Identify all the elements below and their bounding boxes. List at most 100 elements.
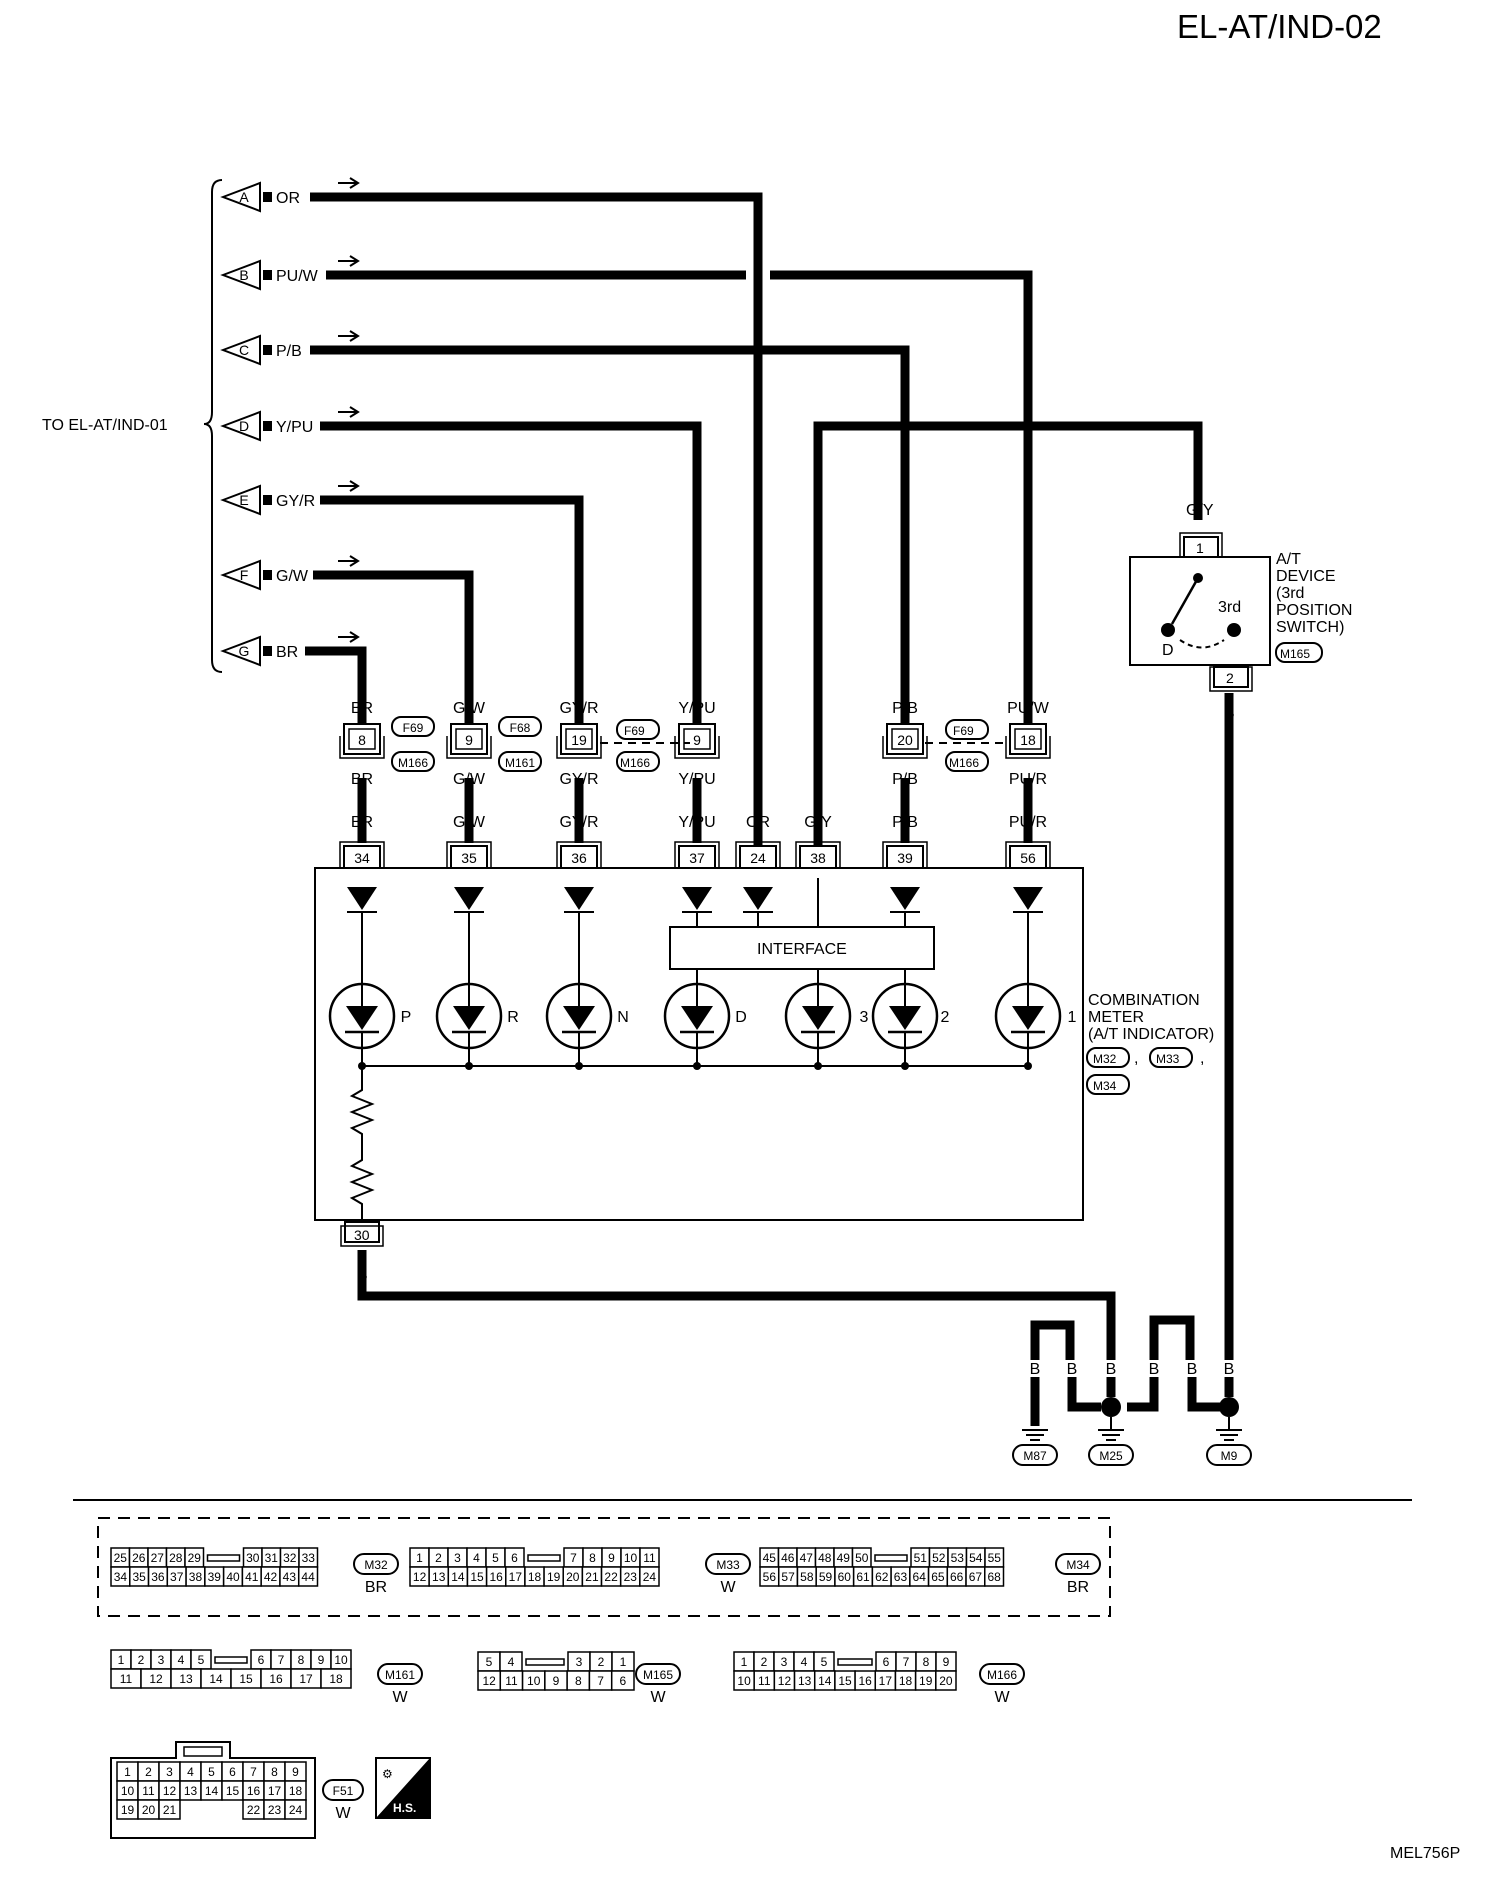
meter-ground-color: B xyxy=(357,1267,368,1284)
svg-text:,: , xyxy=(1134,1050,1138,1067)
flow-arrow-icon xyxy=(338,631,360,643)
cavity-number: 55 xyxy=(988,1551,1002,1565)
junction-bottom-color: GY/R xyxy=(559,771,598,788)
cavity-number: 63 xyxy=(894,1570,908,1584)
interface-box xyxy=(669,926,935,970)
svg-text:H.S.: H.S. xyxy=(393,1801,416,1815)
indicator-lamp-icon: 1 xyxy=(994,982,1077,1070)
cavity-number: 9 xyxy=(553,1674,560,1688)
cavity-number: 4 xyxy=(508,1655,515,1669)
cavity-number: 12 xyxy=(149,1672,163,1686)
connector-tag: M161 xyxy=(505,756,535,770)
cavity-number: 67 xyxy=(969,1570,983,1584)
svg-text:M34: M34 xyxy=(1093,1079,1117,1093)
junction-top-color: G/W xyxy=(453,700,486,717)
meter-pin-number: 35 xyxy=(461,850,477,866)
indicator-lamp-icon: N xyxy=(545,982,629,1070)
wires xyxy=(305,192,1234,1426)
cavity-number: 40 xyxy=(226,1570,240,1584)
cavity-number: 13 xyxy=(798,1674,812,1688)
cavity-number: 31 xyxy=(265,1551,279,1565)
cavity-number: 16 xyxy=(269,1672,283,1686)
input-color: BR xyxy=(276,644,298,661)
hs-icon: ⚙ xyxy=(382,1767,393,1781)
cavity-number: 49 xyxy=(837,1551,851,1565)
svg-text:DEVICE: DEVICE xyxy=(1276,568,1336,585)
connector-color: BR xyxy=(1067,1579,1089,1596)
svg-text:(3rd: (3rd xyxy=(1276,585,1304,602)
cavity-number: 6 xyxy=(229,1765,236,1779)
connector-id: M34 xyxy=(1066,1558,1090,1572)
cavity-number: 2 xyxy=(761,1655,768,1669)
cavity-number: 6 xyxy=(883,1655,890,1669)
diagram-code: MEL756P xyxy=(1390,1845,1460,1862)
cavity-number: 23 xyxy=(624,1570,638,1584)
cavity-number: 9 xyxy=(318,1653,325,1667)
wire-gy-r xyxy=(320,495,584,724)
indicator-lamp-icon: P xyxy=(328,982,411,1070)
meter-pin-number: 39 xyxy=(897,850,913,866)
cavity-number: 22 xyxy=(604,1570,618,1584)
shared-connector-tag-1: F69 M166 xyxy=(600,719,690,772)
cavity-number: 41 xyxy=(245,1570,259,1584)
cavity-number: 21 xyxy=(585,1570,599,1584)
cavity-number: 11 xyxy=(142,1784,155,1798)
cavity-number: 4 xyxy=(473,1551,480,1565)
meter-pin-number: 34 xyxy=(354,850,370,866)
svg-text:A/T: A/T xyxy=(1276,551,1301,568)
cavity-number: 6 xyxy=(258,1653,265,1667)
cavity-number: 54 xyxy=(969,1551,983,1565)
switch-3rd-label: 3rd xyxy=(1218,599,1241,616)
cavity-number: 6 xyxy=(511,1551,518,1565)
svg-text:F69: F69 xyxy=(953,724,974,738)
cavity-number: 4 xyxy=(801,1655,808,1669)
cavity-number: 61 xyxy=(856,1570,870,1584)
connector-tag: F68 xyxy=(510,721,531,735)
interface-label: INTERFACE xyxy=(757,941,847,958)
combination-meter-name: COMBINATION METER (A/T INDICATOR) M32 , … xyxy=(1086,992,1214,1095)
source-label: TO EL-AT/IND-01 xyxy=(42,417,168,434)
input-arrow-icon xyxy=(220,484,261,516)
cavity-number: 15 xyxy=(226,1784,240,1798)
indicator-lamp-icon: R xyxy=(435,982,519,1070)
indicator-label: 1 xyxy=(1068,1009,1077,1026)
meter-pin-color: P/B xyxy=(892,814,918,831)
cavity-number: 36 xyxy=(151,1570,165,1584)
cavity-number: 28 xyxy=(169,1551,183,1565)
diode-icon xyxy=(890,887,920,913)
junction-bottom-color: BR xyxy=(351,771,373,788)
svg-text:30: 30 xyxy=(354,1227,370,1243)
wire-m87 xyxy=(1030,1320,1075,1362)
cavity-number: 1 xyxy=(416,1551,423,1565)
junction-top-color: P/B xyxy=(892,700,918,717)
cavity-number: 39 xyxy=(208,1570,222,1584)
meter-pin-color: PU/R xyxy=(1009,814,1047,831)
cavity-number: 13 xyxy=(432,1570,446,1584)
input-arrow-icon xyxy=(220,559,261,591)
cavity-number: 2 xyxy=(435,1551,442,1565)
ground-id: M9 xyxy=(1221,1449,1238,1463)
input-letter: B xyxy=(239,267,248,283)
ground-wire-label: B xyxy=(1221,1360,1237,1378)
cavity-number: 1 xyxy=(741,1655,748,1669)
input-arrow-icon xyxy=(220,181,261,213)
cavity-number: 34 xyxy=(114,1570,128,1584)
junction-pin: 20 xyxy=(897,732,913,748)
ground-point: M9 xyxy=(1206,1429,1252,1466)
input-arrow-icon xyxy=(220,635,261,667)
connector-id: F51 xyxy=(333,1784,354,1798)
switch-pivot-dot xyxy=(1193,573,1203,583)
input-letter: D xyxy=(239,418,249,434)
svg-text:2: 2 xyxy=(1226,670,1234,686)
cavity-number: 59 xyxy=(819,1570,833,1584)
ground-point: M25 xyxy=(1088,1429,1134,1466)
wire-y-pu xyxy=(320,421,702,724)
